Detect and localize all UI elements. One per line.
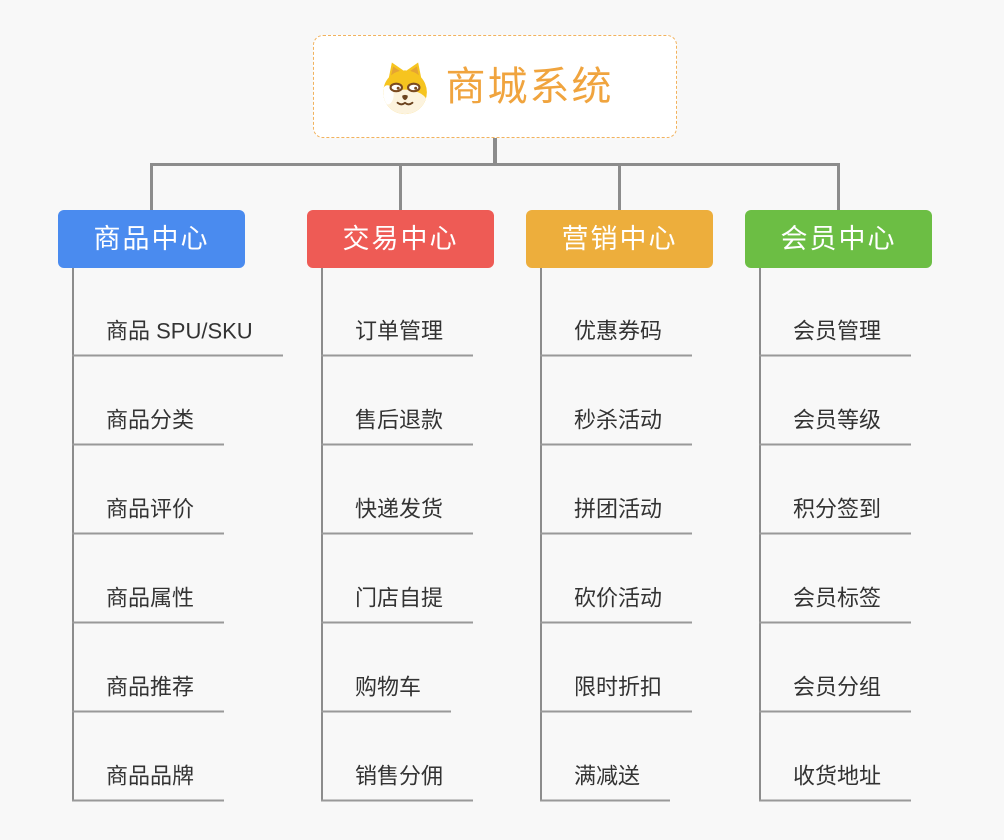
- leaf-node[interactable]: 商品分类: [72, 407, 225, 445]
- leaf-node[interactable]: 售后退款: [321, 407, 474, 445]
- root-title: 商城系统: [445, 64, 614, 109]
- leaf-node[interactable]: 订单管理: [321, 318, 474, 356]
- leaf-node[interactable]: 会员管理: [759, 318, 912, 356]
- leaf-node[interactable]: 优惠券码: [540, 318, 693, 356]
- leaf-node[interactable]: 商品品牌: [72, 763, 225, 801]
- connector-branch-drop: [618, 163, 621, 210]
- leaf-node[interactable]: 商品属性: [72, 585, 225, 623]
- connector-branch-rail: [150, 163, 840, 166]
- root-node-mall-system[interactable]: 商城系统: [313, 35, 677, 138]
- leaf-node[interactable]: 商品 SPU/SKU: [72, 318, 283, 356]
- branch-node-marketing-center[interactable]: 营销中心: [526, 210, 713, 268]
- connector-branch-drop: [837, 163, 840, 210]
- leaf-node[interactable]: 销售分佣: [321, 763, 474, 801]
- branch-trunk-line: [72, 268, 74, 801]
- leaf-node[interactable]: 商品评价: [72, 496, 225, 534]
- branch-trunk-line: [321, 268, 323, 801]
- branch-node-member-center[interactable]: 会员中心: [745, 210, 932, 268]
- leaf-node[interactable]: 门店自提: [321, 585, 474, 623]
- leaf-node[interactable]: 会员标签: [759, 585, 912, 623]
- connector-root-drop: [493, 138, 497, 166]
- connector-branch-drop: [150, 163, 153, 210]
- leaf-node[interactable]: 购物车: [321, 674, 452, 712]
- leaf-node[interactable]: 快递发货: [321, 496, 474, 534]
- connector-branch-drop: [399, 163, 402, 210]
- doge-face-icon: [382, 62, 427, 114]
- leaf-node[interactable]: 会员等级: [759, 407, 912, 445]
- leaf-node[interactable]: 限时折扣: [540, 674, 693, 712]
- branch-trunk-line: [540, 268, 542, 801]
- leaf-node[interactable]: 砍价活动: [540, 585, 693, 623]
- leaf-node[interactable]: 会员分组: [759, 674, 912, 712]
- leaf-node[interactable]: 拼团活动: [540, 496, 693, 534]
- leaf-node[interactable]: 秒杀活动: [540, 407, 693, 445]
- leaf-node[interactable]: 积分签到: [759, 496, 912, 534]
- leaf-node[interactable]: 收货地址: [759, 763, 912, 801]
- leaf-node[interactable]: 商品推荐: [72, 674, 225, 712]
- branch-node-product-center[interactable]: 商品中心: [58, 210, 245, 268]
- branch-node-trade-center[interactable]: 交易中心: [307, 210, 494, 268]
- branch-trunk-line: [759, 268, 761, 801]
- leaf-node[interactable]: 满减送: [540, 763, 671, 801]
